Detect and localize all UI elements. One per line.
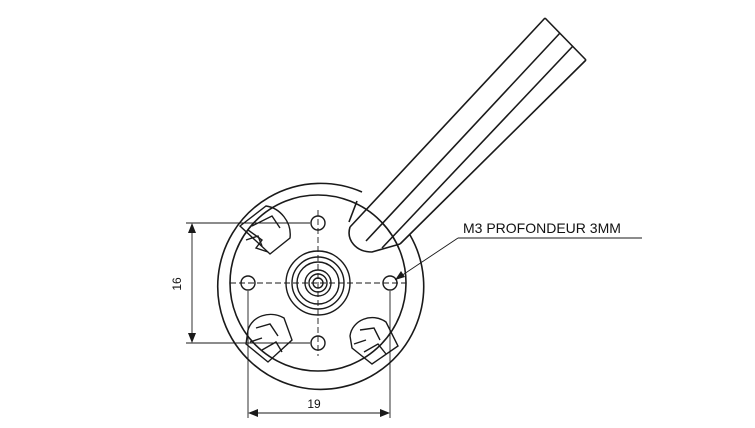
hole-note-leader [394,237,642,281]
dimension-horizontal [247,291,391,418]
hole-note-arrow [395,271,405,280]
dimension-vertical-label: 16 [170,277,184,291]
cable-bundle [348,17,587,253]
mounting-clip-bottom-right [349,317,399,365]
dimension-horizontal-arrows [248,409,390,417]
mounting-clip-bottom-left [245,313,293,363]
dimension-vertical-arrows [188,223,196,343]
center-lines [230,210,406,356]
hole-note-label: M3 PROFONDEUR 3MM [463,220,621,236]
dimension-horizontal-label: 19 [307,397,321,411]
mounting-holes [240,215,398,351]
